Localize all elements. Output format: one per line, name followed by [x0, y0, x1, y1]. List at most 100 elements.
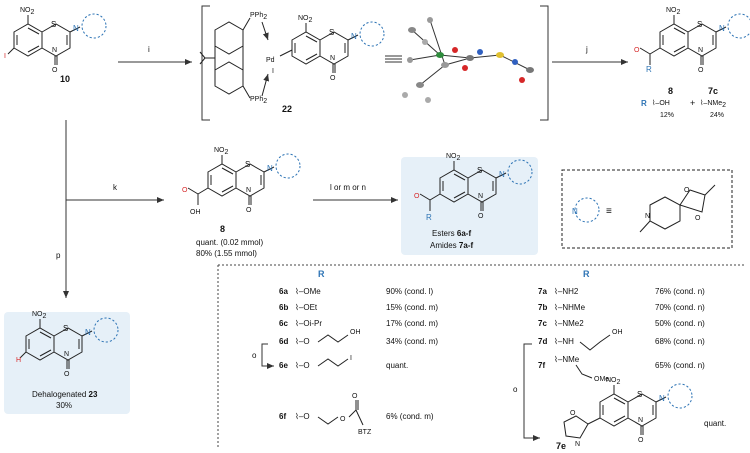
atom-r-box: R [426, 213, 432, 222]
ester-r-6d: ⌇–O OH [295, 329, 361, 346]
atom-s-box: S [477, 166, 482, 175]
atom-s-top: S [697, 20, 702, 29]
atom-o-red-box: O [414, 193, 420, 200]
atom-o-oxazoline: O [570, 410, 576, 417]
amide-r-7b: ⌇–NHMe [554, 303, 586, 312]
compound-7e-structure [587, 383, 693, 436]
ester-yield-6e: quant. [386, 361, 408, 370]
svg-text:⌇–O: ⌇–O [295, 361, 310, 370]
atom-n-oxazoline: N [575, 441, 580, 448]
atom-o-22: O [330, 75, 336, 82]
atom-s-23: S [63, 324, 68, 333]
atom-o-7e: O [638, 437, 644, 444]
amide-r-7c: ⌇–NMe2 [554, 319, 584, 328]
compound-23-label: Dehalogenated 23 [32, 390, 98, 399]
atom-n-ring-23: N [64, 351, 69, 358]
compound-23-structure [19, 317, 119, 370]
compound-7c-top-label: 7c [708, 86, 718, 96]
ester-r-6a: ⌇–OMe [295, 287, 321, 296]
ester-r-6c: ⌇–Oi-Pr [295, 319, 322, 328]
atom-n-blue-top: N [719, 24, 725, 33]
atom-o-23: O [64, 371, 70, 378]
atom-no2-top: NO2 [666, 7, 681, 16]
atom-no2-23: NO2 [32, 311, 47, 320]
svg-text:⌇–O: ⌇–O [295, 337, 310, 346]
arrow-lmn-label: l or m or n [330, 183, 366, 192]
atom-pph2-top: PPh2 [250, 12, 267, 21]
atom-n-ring-top: N [698, 47, 703, 54]
legend-o1: O [684, 187, 690, 194]
atom-n-ring: N [52, 47, 57, 54]
atom-n-blue: N [73, 24, 79, 33]
arrow-o2-label: o [513, 385, 518, 394]
top-plus: + [690, 98, 695, 108]
arrow-o1 [261, 343, 274, 369]
arrow-o1-label: o [252, 351, 257, 360]
amide-id-7d: 7d [538, 337, 547, 346]
atom-o-box: O [478, 213, 484, 220]
compound-10-label: 10 [60, 74, 70, 84]
legend-o2: O [695, 215, 701, 222]
table-header-right: R [583, 269, 590, 279]
compound-10-structure [7, 13, 107, 66]
amide-yield-7b: 70% (cond. n) [655, 303, 705, 312]
amide-id-7e: 7e [556, 441, 566, 451]
esters-amides-box [401, 157, 538, 255]
ester-id-6c: 6c [279, 319, 288, 328]
svg-text:⌇–NH: ⌇–NH [554, 337, 574, 346]
arrow-k-label: k [113, 183, 118, 192]
atom-n-ring-mid: N [246, 187, 251, 194]
amide-yield-7c: 50% (cond. n) [655, 319, 705, 328]
ester-r-6b: ⌇–OEt [295, 303, 318, 312]
bracket-right [540, 5, 549, 121]
atom-iodine-pd: I [272, 68, 274, 75]
ester-id-6a: 6a [279, 287, 288, 296]
compound-8-top-label: 8 [668, 86, 673, 96]
amide-id-7b: 7b [538, 303, 547, 312]
atom-o-mid: O [246, 207, 252, 214]
amide-id-7f: 7f [538, 361, 545, 370]
svg-text:BTZ: BTZ [358, 429, 372, 436]
ester-id-6d: 6d [279, 337, 288, 346]
atom-h-23: H [16, 357, 21, 364]
esters-amides-structure [419, 159, 533, 212]
compound-23-yield: 30% [56, 401, 72, 410]
amide-r-7d: ⌇–NH OH [554, 329, 623, 351]
ester-yield-6a: 90% (cond. l) [386, 287, 433, 296]
atom-no2-7e: NO2 [606, 377, 621, 386]
quant-line-1: quant. (0.02 mmol) [196, 238, 263, 247]
svg-text:O: O [340, 416, 346, 423]
quant-line-2: 80% (1.55 mmol) [196, 249, 257, 258]
atom-no2-box: NO2 [446, 153, 461, 162]
atom-n-ring-22: N [330, 55, 335, 62]
svg-text:I: I [350, 355, 352, 362]
svg-text:O: O [352, 393, 358, 400]
amide-id-7c: 7c [538, 319, 547, 328]
amide-yield-7f: 65% (cond. n) [655, 361, 705, 370]
atom-oh-mid: OH [190, 209, 201, 216]
atom-o-top: O [698, 67, 704, 74]
ester-r-6f: ⌇–O O O BTZ [295, 393, 372, 436]
atom-s-22: S [329, 28, 334, 37]
atom-n-blue-7e: N [659, 394, 665, 403]
arrow-o2 [523, 343, 540, 441]
ester-yield-6b: 15% (cond. m) [386, 303, 438, 312]
atom-s-mid: S [245, 160, 250, 169]
atom-n-blue-mid: N [267, 164, 273, 173]
amide-r-7a: ⌇–NH2 [554, 287, 579, 296]
atom-r-top: R [646, 65, 652, 74]
atom-pph2-bottom: PPh2 [250, 96, 267, 105]
legend-dashed-ring [574, 197, 600, 223]
top-r-label: R [641, 99, 647, 108]
ester-id-6b: 6b [279, 303, 288, 312]
ester-yield-6d: 34% (cond. m) [386, 337, 438, 346]
atom-no2-mid: NO2 [214, 147, 229, 156]
atom-n-ring-7e: N [638, 417, 643, 424]
top-y1: 12% [660, 112, 674, 119]
bracket-left [201, 5, 210, 121]
svg-text:⌇–O: ⌇–O [295, 412, 310, 421]
amide-yield-7e: quant. [704, 419, 726, 428]
legend-equiv: ≡ [606, 206, 612, 217]
atom-o: O [52, 67, 58, 74]
top-y2: 24% [710, 112, 724, 119]
